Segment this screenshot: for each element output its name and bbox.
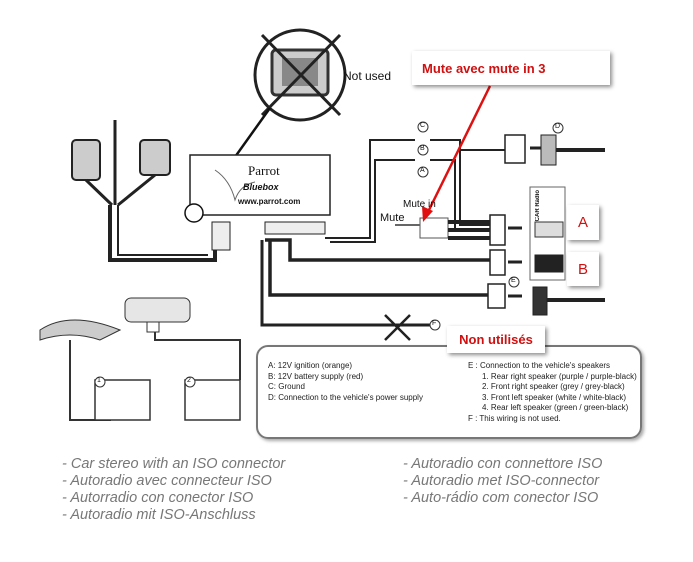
caption-line: - Car stereo with an ISO connector xyxy=(62,456,286,472)
mute-label: Mute xyxy=(380,212,405,224)
caption-line: - Autoradio met ISO-connector xyxy=(403,473,600,489)
device-model: Bluebox xyxy=(243,182,279,192)
marker-e: E xyxy=(511,277,516,284)
legend-speaker: 4. Rear left speaker (green / green-blac… xyxy=(482,403,629,412)
legend-speaker: 1. Rear right speaker (purple / purple-b… xyxy=(482,371,637,381)
legend-speaker: 3. Front left speaker (white / white-bla… xyxy=(482,392,627,402)
mute-callout: Mute avec mute in 3 xyxy=(412,51,610,85)
accessory-2: 2 xyxy=(187,377,191,384)
captions-right: - Autoradio con connettore ISO - Autorad… xyxy=(403,456,602,507)
legend-speakers-title: E : Connection to the vehicle's speakers xyxy=(468,361,611,370)
legend-item: C: Ground xyxy=(268,382,305,391)
captions-left: - Car stereo with an ISO connector - Aut… xyxy=(62,456,285,524)
marker-c: C xyxy=(420,122,426,129)
marker-a: A xyxy=(420,167,425,174)
caption-line: - Auto-rádio com conector ISO xyxy=(403,490,599,506)
marker-b: B xyxy=(420,145,425,152)
wiring-legend: A: 12V ignition (orange) B: 12V battery … xyxy=(256,345,642,439)
wire-markers xyxy=(417,121,564,331)
callout-a: A xyxy=(567,205,599,240)
car-radio-label: CAR Radio xyxy=(535,190,541,222)
legend-item: B: 12V battery supply (red) xyxy=(268,371,364,381)
harness-cables xyxy=(260,134,605,341)
caption-line: - Autoradio mit ISO-Anschluss xyxy=(62,507,256,523)
legend-item: A: 12V ignition (orange) xyxy=(268,361,353,370)
caption-line: - Autoradio avec connecteur ISO xyxy=(62,473,272,489)
marker-d: D xyxy=(555,123,561,130)
caption-line: - Autoradio con connettore ISO xyxy=(403,456,603,472)
legend-item: D: Connection to the vehicle's power sup… xyxy=(268,392,423,402)
callout-b: B xyxy=(567,252,599,286)
red-arrow xyxy=(422,85,492,222)
unused-callout: Non utilisés xyxy=(447,326,545,353)
caption-line: - Autorradio con conector ISO xyxy=(62,490,254,506)
device-brand: Parrot xyxy=(248,163,280,178)
marker-f: F xyxy=(432,320,437,327)
legend-speaker: 2. Front right speaker (grey / grey-blac… xyxy=(482,382,625,391)
legend-item: F : This wiring is not used. xyxy=(468,413,561,423)
not-used-connector xyxy=(193,28,347,214)
device-url: www.parrot.com xyxy=(238,197,301,206)
accessory-1: 1 xyxy=(97,377,101,384)
mute-in-label: Mute in xyxy=(403,199,436,210)
bluebox-unit xyxy=(184,154,331,251)
not-used-label: Not used xyxy=(343,69,392,83)
accessories xyxy=(39,297,241,421)
